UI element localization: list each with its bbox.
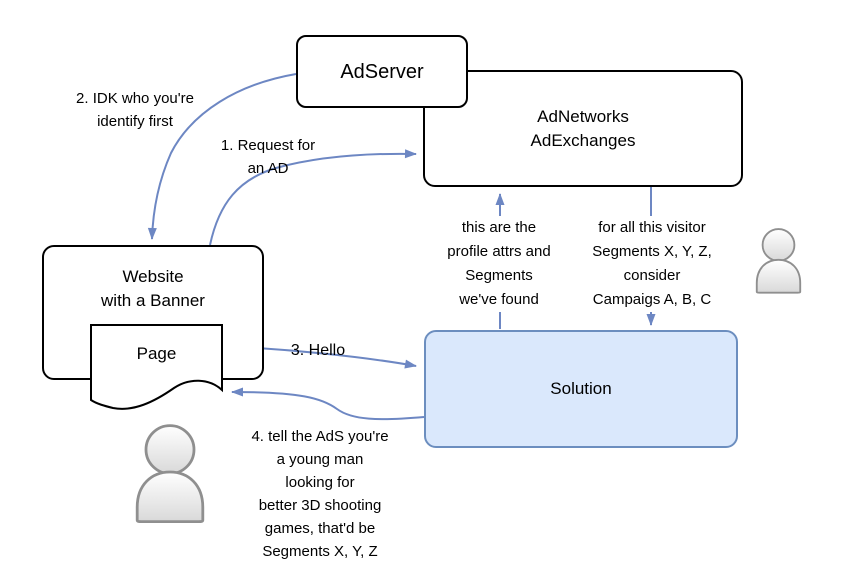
annotation-line: we've found [459,291,539,308]
website-node: Website with a Banner [42,245,264,380]
annotation-line: 2. IDK who you're [76,90,194,107]
annotation-line: 4. tell the AdS you're [251,428,389,445]
annotation-line: for all this visitor [598,219,706,236]
annotation-step2-idk: 2. IDK who you're identify first [40,87,230,133]
website-label-line1: Website [122,267,184,286]
website-label-line2: with a Banner [101,291,205,310]
annotation-line: a young man [276,451,364,468]
arrow-2-idk-adserver-to-website [147,73,297,240]
annotation-line: profile attrs and [447,243,551,260]
annotation-line: better 3D shooting [258,497,382,514]
annotation-profile-found: this are the profile attrs and Segments … [434,216,564,312]
annotation-line: consider [623,267,681,284]
annotation-line: looking for [285,474,355,491]
adserver-node: AdServer [296,35,468,108]
annotation-line: this are the [461,219,537,236]
adserver-label: AdServer [340,60,424,83]
annotation-line: Segments X, Y, Z, [592,243,712,260]
annotation-line: Segments X, Y, Z [262,543,378,560]
adnetworks-label-line1: AdNetworks [537,106,629,126]
arrow-4-tell-solution-to-page [231,387,425,421]
annotation-visitor-segments: for all this visitor Segments X, Y, Z, c… [577,216,727,312]
solution-node: Solution [424,330,738,448]
annotation-line: Segments [465,267,533,284]
annotation-line: an AD [247,160,289,177]
annotation-step3-hello: 3. Hello [290,342,346,359]
adnetworks-node: AdNetworks AdExchanges [423,70,743,187]
arrow-1-request-website-to-adnetworks [209,149,417,246]
annotation-line: games, that'd be [264,520,376,537]
annotation-step4-tell: 4. tell the AdS you're a young man looki… [225,425,415,563]
page-label: Page [136,344,177,363]
annotation-line: 1. Request for [220,137,316,154]
person-icon-right [755,228,802,294]
annotation-line: Campaigs A, B, C [592,291,712,308]
annotation-step1-request: 1. Request for an AD [193,134,343,180]
person-icon-bottom [135,424,205,524]
page-document-shape [90,324,223,410]
adnetworks-label-line2: AdExchanges [530,130,636,150]
solution-label: Solution [550,379,612,398]
annotation-line: identify first [97,113,173,130]
